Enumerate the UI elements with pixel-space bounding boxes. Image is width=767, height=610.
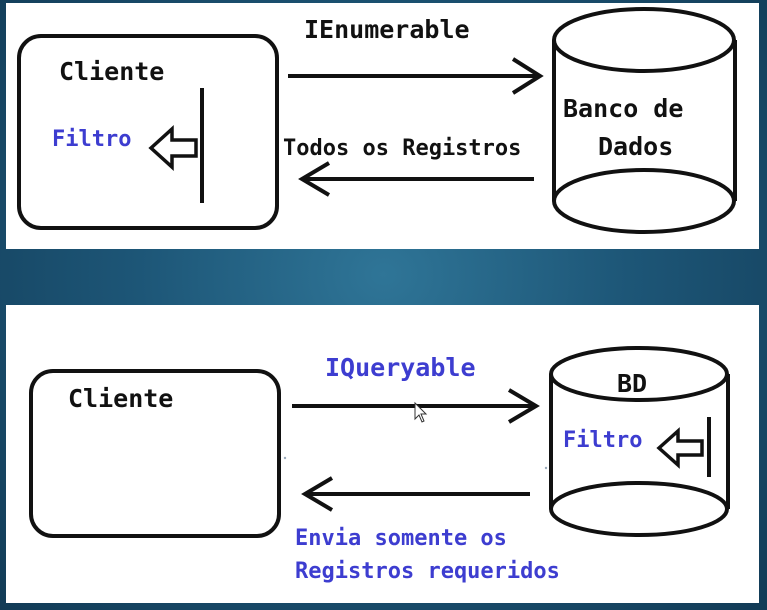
client-box xyxy=(29,369,281,538)
ienumerable-diagram: Cliente Filtro IEnumerable Todos os Regi… xyxy=(17,7,737,234)
ienumerable-label: IEnumerable xyxy=(304,15,470,44)
client-box xyxy=(17,34,279,230)
database-cylinder xyxy=(552,7,737,234)
all-records-label: Todos os Registros xyxy=(283,136,521,161)
filter-arrow-icon xyxy=(148,125,198,171)
client-label: Cliente xyxy=(68,384,173,413)
mouse-pointer-icon xyxy=(414,401,428,423)
client-label: Cliente xyxy=(59,57,164,86)
filter-label: Filtro xyxy=(563,428,642,453)
iqueryable-panel: Cliente IQueryable Envia somente os Regi… xyxy=(6,305,759,603)
caption-line1: Envia somente os xyxy=(295,526,507,551)
ienumerable-panel: Cliente Filtro IEnumerable Todos os Regi… xyxy=(6,3,759,249)
iqueryable-label: IQueryable xyxy=(325,353,476,382)
database-cylinder xyxy=(549,346,730,537)
filter-label: Filtro xyxy=(52,127,131,152)
db-label: BD xyxy=(617,369,647,398)
filter-arrow-icon xyxy=(656,427,704,469)
caption-line2: Registros requeridos xyxy=(295,559,560,584)
db-label-line1: Banco de xyxy=(563,94,683,123)
iqueryable-diagram: Cliente IQueryable Envia somente os Regi… xyxy=(29,346,730,584)
db-label-line2: Dados xyxy=(598,132,673,161)
